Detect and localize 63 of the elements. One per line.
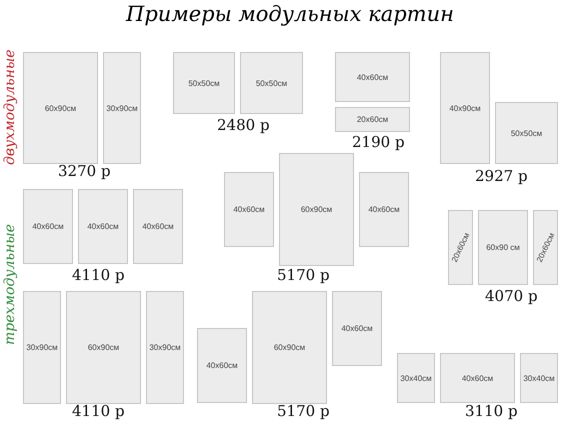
size-label: 30x90см	[26, 343, 58, 352]
canvas-panel	[173, 52, 235, 114]
canvas-panel	[23, 291, 61, 404]
canvas-panel	[335, 107, 410, 132]
size-label: 30x40см	[400, 374, 432, 382]
size-label: 30x90см	[106, 104, 138, 112]
size-label: 40x60см	[32, 222, 64, 231]
canvas-panel	[23, 52, 98, 164]
price-label: 3270 р	[58, 162, 111, 180]
canvas-panel	[520, 353, 558, 403]
size-label: 20x60см	[356, 115, 388, 124]
size-label: 50x50см	[256, 78, 288, 88]
group-label: трехмодульные	[2, 224, 18, 345]
size-label: 60x90см	[88, 343, 120, 352]
price-label: 2190 р	[352, 133, 405, 151]
page-title: Примеры модульных картин	[124, 2, 455, 26]
group-label: двухмодульные	[2, 49, 18, 165]
price-label: 4110 р	[72, 266, 125, 284]
size-label: 50x50см	[188, 78, 220, 88]
canvas-panel	[23, 189, 73, 264]
price-label: 5170 р	[277, 266, 330, 284]
canvas-panel	[533, 210, 558, 285]
price-label: 2480 р	[217, 116, 270, 134]
size-label: 40x90см	[449, 104, 481, 112]
size-label: 30x90см	[149, 343, 181, 352]
size-label: 30x40см	[523, 374, 555, 382]
price-label: 3110 р	[465, 402, 518, 420]
canvas-panel	[440, 52, 490, 164]
price-label: 2927 р	[475, 167, 528, 185]
canvas-panel	[240, 52, 303, 114]
canvas-panel	[448, 210, 473, 285]
size-label: 40x60см	[341, 324, 373, 333]
canvas-panel	[495, 102, 558, 164]
size-label: 60x90см	[300, 205, 332, 214]
canvas-panel	[146, 291, 184, 404]
canvas-panel	[103, 52, 141, 164]
canvas-panel	[397, 353, 435, 403]
size-label: 40x60см	[233, 205, 265, 214]
size-label: 60x90 см	[486, 243, 520, 252]
canvas-panel	[197, 328, 247, 403]
canvas-panel	[224, 172, 274, 247]
price-label: 5170 р	[277, 402, 330, 420]
canvas-panel	[335, 52, 410, 102]
size-label: 50x50см	[510, 128, 542, 138]
price-label: 4110 р	[72, 402, 125, 420]
price-label: 4070 р	[485, 287, 538, 305]
size-label: 40x60см	[462, 374, 494, 382]
canvas-panel	[66, 291, 141, 404]
size-label: 40x60см	[206, 361, 238, 370]
canvas-panel	[478, 210, 528, 285]
canvas-panel	[133, 189, 183, 264]
canvas-panel	[279, 153, 354, 266]
size-label: 40x60см	[368, 205, 400, 214]
canvas-panel	[359, 172, 409, 247]
size-label: 60x90см	[44, 104, 76, 112]
size-label: 40x60см	[87, 222, 119, 231]
canvas-panel	[78, 189, 128, 264]
canvas-panel	[252, 291, 327, 404]
canvas-panel	[332, 291, 382, 366]
size-label: 40x60см	[356, 72, 388, 82]
canvas-panel	[440, 353, 515, 403]
size-label: 60x90см	[274, 343, 306, 352]
size-label: 40x60см	[142, 222, 174, 231]
